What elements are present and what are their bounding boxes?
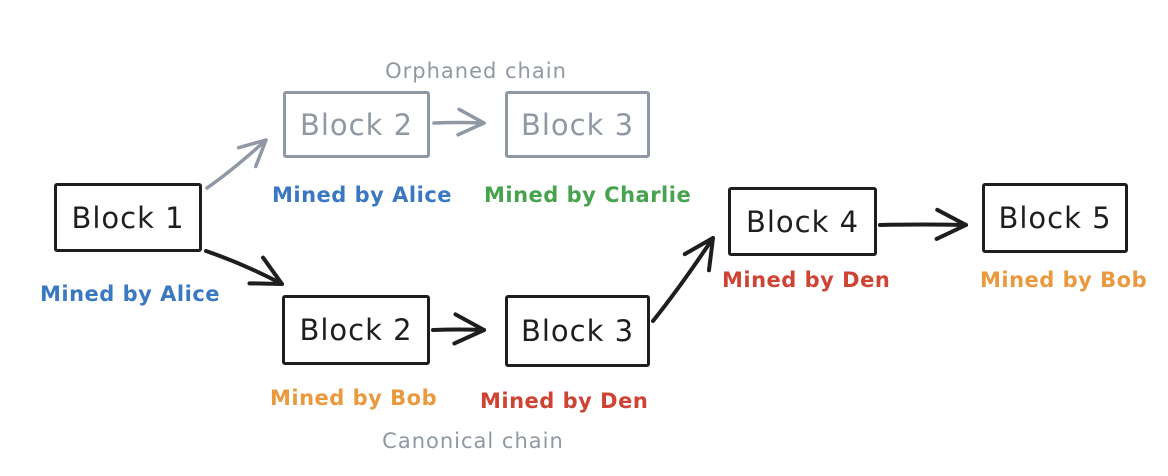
- block-node-orphan-block2: Block 2: [283, 91, 430, 158]
- orphaned-chain-title: Orphaned chain: [385, 59, 567, 83]
- miner-label-block1: Mined by Alice: [40, 282, 221, 306]
- block-node-block5: Block 5: [982, 183, 1128, 253]
- miner-label-canon-block2: Mined by Bob: [270, 386, 438, 410]
- arrow-block1-to-orphan-block2: [205, 138, 268, 190]
- block-node-block4: Block 4: [728, 187, 877, 256]
- miner-label-orphan-block3: Mined by Charlie: [484, 183, 692, 207]
- block-label: Block 5: [998, 201, 1112, 235]
- block-node-canon-block2: Block 2: [282, 295, 430, 365]
- block-label: Block 3: [520, 107, 635, 142]
- block-node-canon-block3: Block 3: [505, 295, 650, 367]
- block-label: Block 2: [299, 313, 413, 347]
- block-label: Block 1: [71, 200, 185, 235]
- miner-label-canon-block3: Mined by Den: [480, 389, 649, 413]
- miner-label-block5: Mined by Bob: [980, 268, 1148, 292]
- arrow-orphan-block2-to-orphan-block3: [432, 107, 486, 137]
- block-label: Block 3: [520, 314, 635, 348]
- block-node-block1: Block 1: [54, 183, 202, 252]
- miner-label-block4: Mined by Den: [722, 268, 891, 292]
- block-label: Block 4: [745, 204, 860, 239]
- arrow-canon-block3-to-block4: [651, 236, 715, 323]
- miner-label-orphan-block2: Mined by Alice: [272, 183, 453, 207]
- canonical-chain-title: Canonical chain: [382, 429, 564, 453]
- arrow-canon-block2-to-canon-block3: [431, 312, 486, 346]
- block-node-orphan-block3: Block 3: [505, 91, 650, 158]
- arrow-block1-to-canon-block2: [204, 249, 284, 286]
- arrow-block4-to-block5: [878, 207, 968, 241]
- block-label: Block 2: [299, 107, 414, 142]
